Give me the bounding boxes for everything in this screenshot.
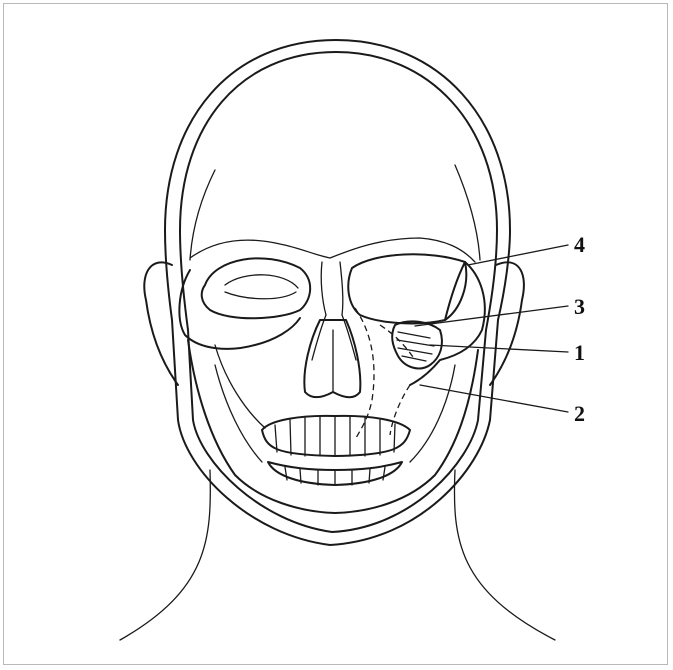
skull-temporal-right — [455, 165, 480, 260]
leader-1 — [430, 345, 568, 352]
scalp-inner-line — [180, 52, 497, 532]
upper-teeth — [262, 416, 410, 456]
right-orbit — [348, 254, 466, 323]
leader-3 — [415, 306, 568, 326]
left-orbit — [202, 258, 310, 318]
neck-outline — [120, 470, 555, 640]
left-zygoma — [179, 270, 300, 349]
callout-4: 4 — [574, 232, 585, 257]
brow-ridge — [190, 238, 475, 262]
mandible-ramus-left — [215, 365, 262, 462]
leader-4 — [468, 245, 568, 265]
callout-3: 3 — [574, 294, 585, 319]
lower-teeth — [268, 462, 402, 485]
callout-1: 1 — [574, 340, 585, 365]
left-maxilla — [215, 345, 265, 428]
mandible-ramus-right — [410, 365, 455, 462]
callout-2: 2 — [574, 401, 585, 426]
leader-2 — [420, 385, 568, 412]
